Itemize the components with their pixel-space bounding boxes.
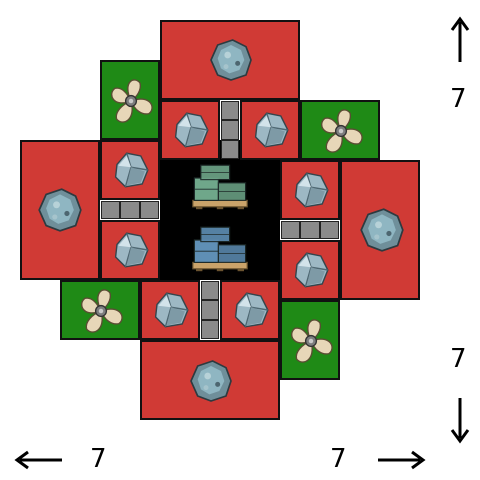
propeller-icon [104,74,158,128]
crystal-tile[interactable] [100,140,160,200]
blue-crate-pallet-icon[interactable] [188,222,252,274]
crystal-tile[interactable] [280,160,340,220]
propeller-icon [314,104,368,158]
ore-tile-right[interactable] [340,160,420,300]
counter-bottom-left: 7 [90,444,107,474]
ore-tile-bottom[interactable] [140,340,280,420]
crystal-chunk-icon [290,248,332,292]
counter-bottom-right: 7 [450,344,467,374]
conveyor-top [221,101,239,159]
propeller-tile-top-right[interactable] [300,100,380,160]
crystal-chunk-icon [230,288,272,332]
ore-rock-icon [186,354,236,408]
ore-rock-icon [356,204,408,256]
ore-rock-icon [206,32,256,88]
crystal-tile[interactable] [220,280,280,340]
up-arrow-icon[interactable] [448,16,472,64]
crystal-chunk-icon [170,108,212,152]
propeller-tile-top-left[interactable] [100,60,160,140]
counter-bottom-center: 7 [330,444,347,474]
ore-rock-icon [34,184,86,236]
crystal-tile[interactable] [140,280,200,340]
propeller-icon [74,284,128,338]
crystal-chunk-icon [110,148,152,192]
crystal-chunk-icon [250,108,292,152]
conveyor-right [281,221,339,239]
propeller-tile-bottom-left[interactable] [60,280,140,340]
counter-top-right: 7 [450,84,467,114]
crystal-chunk-icon [110,228,152,272]
crystal-tile[interactable] [160,100,220,160]
conveyor-bottom [201,281,219,339]
crystal-tile[interactable] [100,220,160,280]
propeller-tile-bottom-right[interactable] [280,300,340,380]
crystal-chunk-icon [290,168,332,212]
crystal-chunk-icon [150,288,192,332]
ore-tile-top[interactable] [160,20,300,100]
left-arrow-icon[interactable] [14,448,64,472]
crystal-tile[interactable] [240,100,300,160]
down-arrow-icon[interactable] [448,396,472,444]
green-crate-pallet-icon[interactable] [188,160,252,212]
crystal-tile[interactable] [280,240,340,300]
conveyor-left [101,201,159,219]
ore-tile-left[interactable] [20,140,100,280]
propeller-icon [284,314,338,368]
right-arrow-icon[interactable] [376,448,426,472]
